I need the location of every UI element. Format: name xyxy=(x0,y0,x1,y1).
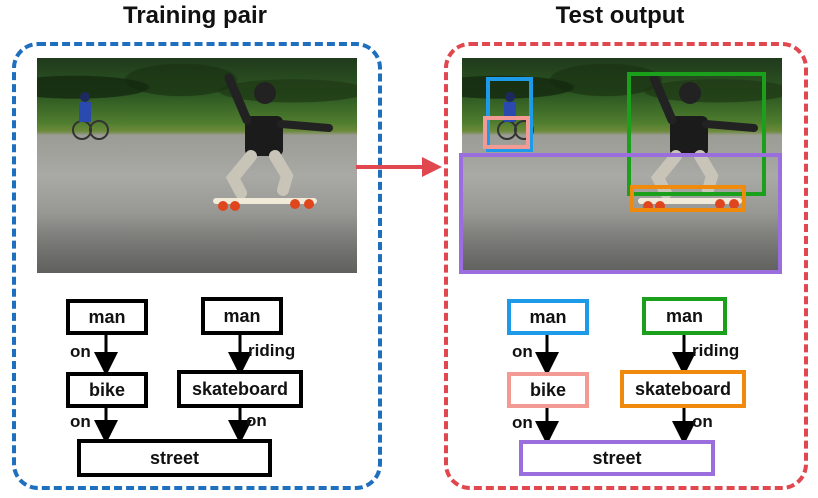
skater-figure xyxy=(72,73,333,211)
left-node-bike: bike xyxy=(66,372,148,408)
bbox-man-2 xyxy=(627,72,766,196)
right-node-street: street xyxy=(519,440,715,476)
right-label-bike-street: on xyxy=(512,413,533,432)
left-label-man1-bike: on xyxy=(70,342,91,361)
right-node-man-2: man xyxy=(642,297,727,335)
training-pair-panel xyxy=(12,42,382,490)
right-node-man-1: man xyxy=(507,299,589,335)
bbox-skateboard xyxy=(630,185,746,212)
left-node-skateboard: skateboard xyxy=(177,370,303,408)
right-node-skateboard: skateboard xyxy=(620,370,746,408)
left-label-man2-skateboard: riding xyxy=(248,341,296,360)
test-photo xyxy=(462,58,782,273)
test-output-title: Test output xyxy=(555,2,685,29)
bbox-man-1 xyxy=(486,77,533,152)
bbox-street xyxy=(459,153,782,274)
left-label-bike-street: on xyxy=(70,412,91,431)
bbox-bike xyxy=(483,116,530,149)
training-pair-title: Training pair xyxy=(122,2,268,29)
right-node-bike: bike xyxy=(507,372,589,408)
right-label-man1-bike: on xyxy=(512,342,533,361)
right-label-man2-skateboard: riding xyxy=(692,341,740,360)
right-label-skateboard-street: on xyxy=(692,412,713,431)
left-node-man-2: man xyxy=(201,297,283,335)
training-photo xyxy=(37,58,357,273)
left-node-man-1: man xyxy=(66,299,148,335)
left-label-skateboard-street: on xyxy=(246,411,267,430)
left-node-street: street xyxy=(77,439,272,477)
test-output-panel xyxy=(444,42,808,490)
